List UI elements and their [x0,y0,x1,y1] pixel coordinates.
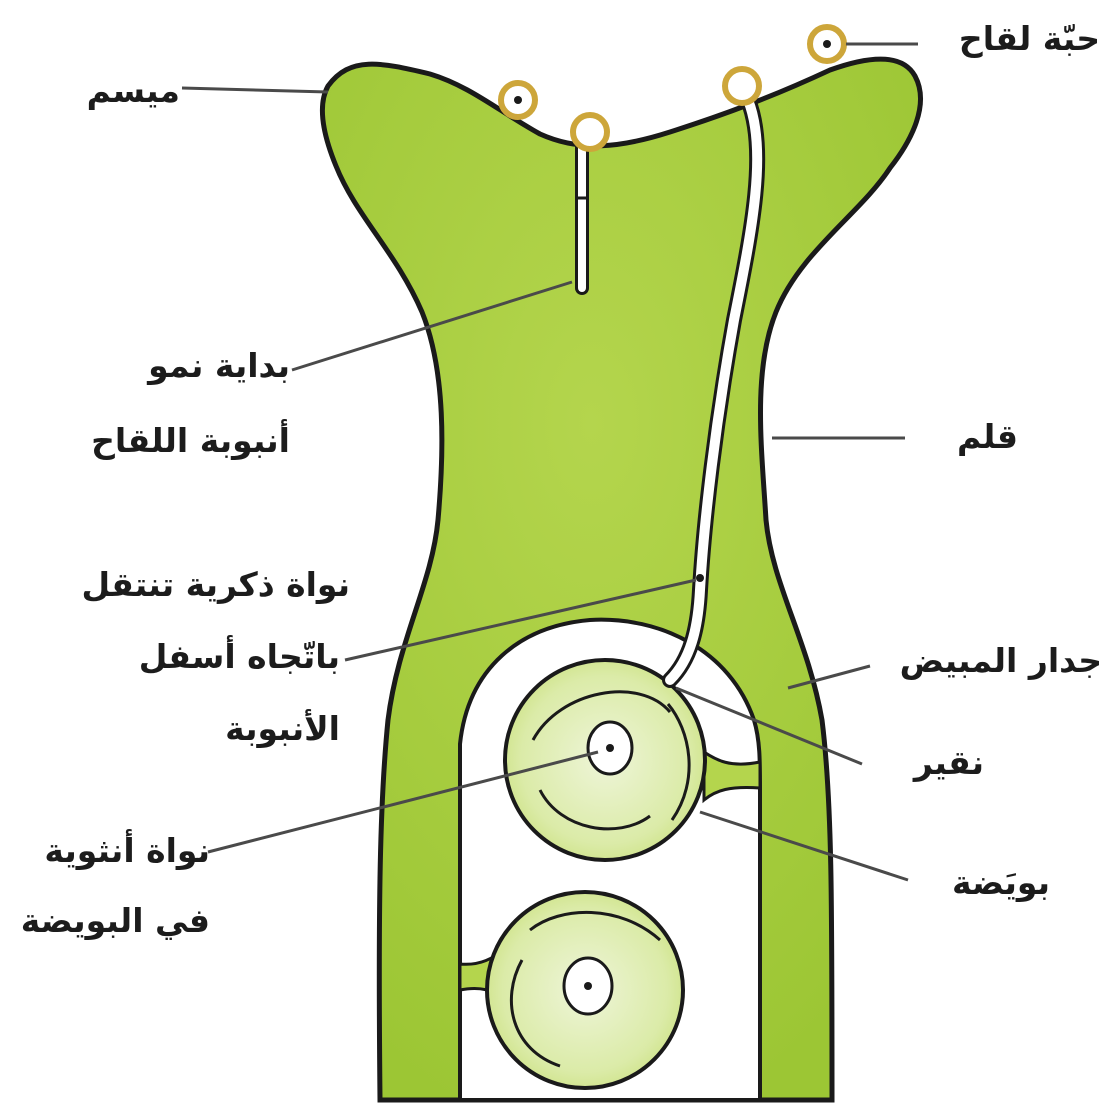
label-style: قلم [908,416,1018,458]
label-stigma: ميسم [50,70,180,112]
ovule-lower [487,892,683,1088]
male-nucleus [696,574,704,582]
pollen-grain-1 [501,83,535,117]
label-male-nucleus-1: نواة ذكرية تنتقل [30,564,350,606]
leader-stigma [182,88,328,92]
label-female-nucleus-2: في البويضة [10,900,210,942]
label-female-nucleus-1: نواة أنثوية [10,830,210,872]
pollen-grain-2 [573,115,607,149]
label-male-nucleus-3: الأنبوبة [150,708,340,750]
label-male-nucleus-2: باتّجاه أسفل [90,636,340,678]
label-ovule: بويَضة [910,862,1050,904]
label-pollen-grain: حبّة لقاح [920,18,1100,60]
label-tube-start-1: بداية نمو [60,345,290,387]
ovule-upper [505,660,705,860]
label-ovary-wall: جدار المبيض [872,640,1102,682]
pollen-grain-3 [725,69,759,103]
label-tube-start-2: أنبوبة اللقاح [40,420,290,462]
pollen-grain-4 [810,27,844,61]
label-micropyle: نقير [864,742,984,784]
